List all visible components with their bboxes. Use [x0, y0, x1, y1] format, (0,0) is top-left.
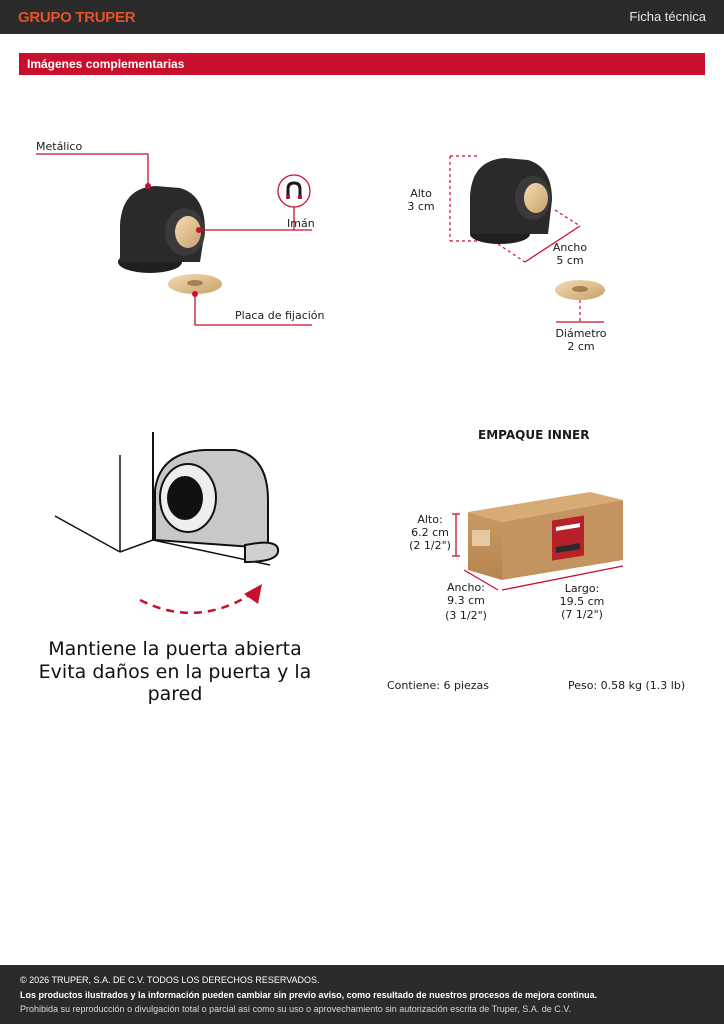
callout-lines-left	[36, 153, 312, 326]
package-alto: Alto: 6.2 cm (2 1/2")	[405, 513, 455, 552]
label-iman: Imán	[287, 217, 315, 230]
dimension-ancho-value: 5 cm	[556, 254, 584, 267]
dimension-ancho-label: Ancho	[552, 241, 588, 254]
dimension-ancho: Ancho 5 cm	[548, 241, 592, 267]
package-largo-label: Largo:	[564, 582, 600, 595]
package-ancho-label: Ancho:	[447, 581, 485, 594]
package-contents: Contiene: 6 piezas	[387, 679, 490, 692]
package-largo: Largo: 19.5 cm (7 1/2")	[556, 582, 608, 621]
dimension-lines-right	[449, 155, 581, 322]
dimension-alto-value: 3 cm	[407, 200, 435, 213]
package-weight: Peso: 0.58 kg (1.3 lb)	[568, 679, 686, 692]
magnet-icon	[277, 174, 311, 230]
package-alto-in: (2 1/2")	[409, 539, 451, 552]
package-box-illustration	[468, 492, 623, 580]
section-header: Imágenes complementarias	[19, 53, 705, 75]
package-largo-cm: 19.5 cm	[559, 595, 605, 608]
usage-illustration	[54, 432, 280, 615]
footer-prohibition: Prohibida su reproducción o divulgación …	[20, 1004, 571, 1014]
package-alto-label: Alto:	[417, 513, 443, 526]
footer-copyright: © 2026 TRUPER, S.A. DE C.V. TODOS LOS DE…	[20, 975, 320, 985]
brand-logo: GRUPO TRUPER	[18, 9, 136, 26]
dimension-diametro-label: Diámetro	[555, 327, 607, 340]
package-ancho-cm: 9.3 cm	[447, 594, 485, 607]
top-bar: GRUPO TRUPER Ficha técnica	[0, 0, 724, 34]
footer-notice: Los productos ilustrados y la informació…	[20, 990, 598, 1000]
package-ancho-in: (3 1/2")	[445, 609, 487, 622]
package-largo-in: (7 1/2")	[561, 608, 603, 621]
dimension-diametro-value: 2 cm	[567, 340, 595, 353]
package-dimension-lines	[452, 513, 624, 591]
dimension-diametro: Diámetro 2 cm	[551, 327, 611, 353]
door-stop-product-left	[118, 186, 222, 294]
footer: © 2026 TRUPER, S.A. DE C.V. TODOS LOS DE…	[0, 965, 724, 1024]
label-placa: Placa de fijación	[235, 309, 325, 322]
dimension-alto: Alto 3 cm	[400, 187, 442, 213]
package-alto-cm: 6.2 cm	[411, 526, 449, 539]
section-title: Imágenes complementarias	[27, 57, 185, 71]
package-ancho: Ancho: 9.3 cm (3 1/2")	[440, 581, 492, 622]
slogan-line-1: Mantiene la puerta abierta	[48, 638, 302, 660]
slogan-line-2: Evita daños en la puerta y la pared	[38, 661, 312, 705]
door-stop-product-right	[470, 158, 605, 300]
package-title: EMPAQUE INNER	[478, 428, 590, 442]
dimension-alto-label: Alto	[410, 187, 432, 200]
label-metalico: Metálico	[36, 140, 83, 153]
sheet-title: Ficha técnica	[629, 9, 706, 24]
